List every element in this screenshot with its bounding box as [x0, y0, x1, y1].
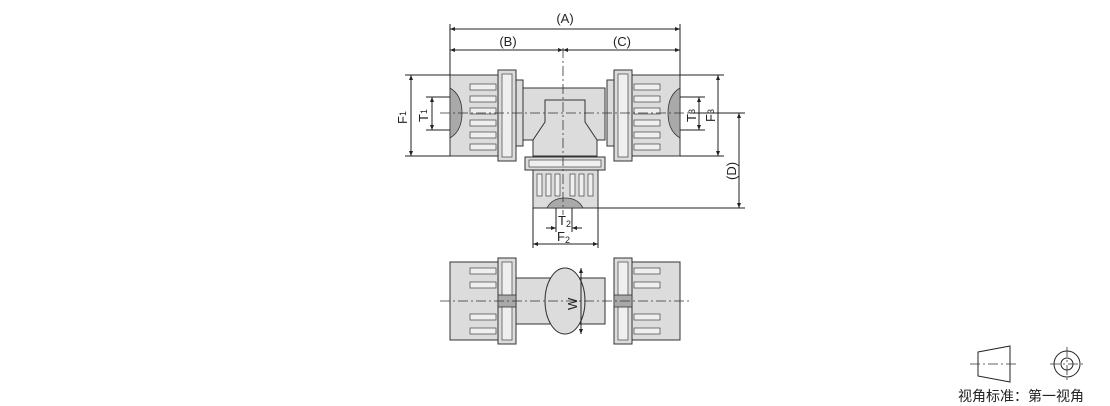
label-f1: F1 — [395, 111, 410, 124]
top-view — [440, 48, 690, 215]
left-coupling — [449, 69, 524, 162]
dimensions — [405, 24, 745, 248]
label-t3: T3 — [684, 109, 699, 122]
label-d: (D) — [724, 162, 739, 180]
label-b: (B) — [499, 34, 516, 49]
label-f2: F2 — [557, 229, 570, 245]
right-coupling — [606, 69, 681, 162]
first-angle-projection-icon — [970, 345, 1084, 383]
label-a: (A) — [556, 11, 573, 26]
projection-caption: 视角标准：第一视角 — [958, 389, 1084, 405]
label-f3: F3 — [703, 109, 718, 122]
label-c: (C) — [613, 34, 631, 49]
branch-coupling — [524, 156, 606, 209]
label-t1: T1 — [416, 109, 431, 122]
dimension-labels: (A) (B) (C) F1 T1 F3 T3 (D) T2 F2 — [395, 11, 739, 245]
label-t2: T2 — [558, 213, 571, 229]
side-view: W — [440, 257, 690, 345]
label-w: W — [565, 297, 580, 310]
